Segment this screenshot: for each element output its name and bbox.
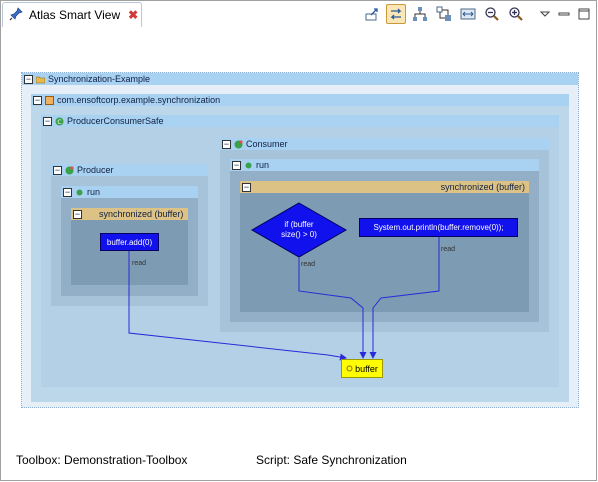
graph-canvas[interactable]: − Synchronization-Example − com.ensoftco…	[1, 28, 596, 438]
producer-sync-label: synchronized (buffer)	[99, 209, 184, 219]
collapse-icon[interactable]: −	[73, 208, 82, 219]
script-label: Script: Safe Synchronization	[256, 453, 407, 467]
collapse-icon[interactable]: −	[33, 94, 42, 105]
class-icon: C	[55, 117, 64, 126]
pin-icon	[9, 6, 23, 24]
project-header: − Synchronization-Example	[22, 73, 578, 85]
collapse-icon[interactable]: −	[232, 159, 241, 170]
producer-edge-label: read	[132, 260, 147, 267]
consumer-sync-header: − synchronized (buffer)	[240, 181, 529, 193]
minimize-icon[interactable]	[556, 4, 572, 24]
consumer-run-header: − run	[230, 159, 539, 171]
method-icon	[244, 161, 253, 170]
export-icon[interactable]	[362, 4, 382, 24]
consumer-sync-label: synchronized (buffer)	[440, 182, 525, 192]
class-name: ProducerConsumerSafe	[67, 116, 164, 126]
method-icon	[75, 188, 84, 197]
thread-class-icon	[65, 165, 74, 175]
package-header: − com.ensoftcorp.example.synchronization	[31, 94, 569, 106]
collapse-icon[interactable]: −	[222, 138, 231, 149]
link-icon[interactable]	[386, 4, 406, 24]
consumer-header: − Consumer	[220, 138, 549, 150]
condition-edge-label: read	[301, 261, 316, 268]
package-icon	[45, 95, 54, 105]
maximize-icon[interactable]	[576, 4, 592, 24]
toolbox-label: Toolbox: Demonstration-Toolbox	[16, 453, 188, 467]
collapse-icon[interactable]: −	[63, 186, 72, 197]
view-tab[interactable]: Atlas Smart View ✖	[2, 2, 142, 27]
view-tab-title: Atlas Smart View	[29, 8, 121, 22]
producer-method-name: run	[87, 187, 101, 197]
consumer-name: Consumer	[246, 139, 288, 149]
producer-header: − Producer	[51, 164, 208, 176]
hierarchy-icon[interactable]	[410, 4, 430, 24]
close-icon[interactable]: ✖	[128, 8, 139, 22]
view-menu-icon[interactable]	[538, 4, 552, 24]
producer-statement-node[interactable]: buffer.add(0)	[100, 233, 159, 251]
view-toolbar	[362, 4, 592, 24]
buffer-field-node[interactable]: buffer	[341, 359, 383, 378]
svg-text:C: C	[57, 119, 61, 126]
collapse-icon[interactable]: −	[242, 181, 251, 192]
zoom-in-icon[interactable]	[506, 4, 526, 24]
zoom-out-icon[interactable]	[482, 4, 502, 24]
view-tab-bar: Atlas Smart View ✖	[1, 1, 596, 28]
buffer-field-label: buffer	[355, 363, 378, 374]
project-name: Synchronization-Example	[48, 74, 151, 84]
collapse-icon[interactable]: −	[43, 115, 52, 126]
consumer-statement-node[interactable]: System.out.println(buffer.remove(0));	[359, 218, 518, 237]
consumer-method-name: run	[256, 160, 270, 170]
expand-icon[interactable]	[434, 4, 454, 24]
statement-edge-label: read	[441, 246, 456, 253]
producer-run-header: − run	[61, 186, 198, 198]
field-icon	[346, 364, 353, 374]
collapse-icon[interactable]: −	[53, 164, 62, 175]
collapse-icon[interactable]: −	[24, 73, 33, 84]
thread-class-icon	[234, 139, 243, 149]
producer-name: Producer	[77, 165, 114, 175]
class-header: − C ProducerConsumerSafe	[41, 115, 559, 127]
package-name: com.ensoftcorp.example.synchronization	[57, 95, 221, 105]
consumer-condition-node[interactable]: if (buffer size() > 0)	[251, 202, 347, 258]
fit-icon[interactable]	[458, 4, 478, 24]
consumer-condition-label: if (buffer size() > 0)	[281, 220, 317, 239]
producer-sync-header: − synchronized (buffer)	[71, 208, 188, 220]
project-folder-icon	[35, 75, 46, 84]
